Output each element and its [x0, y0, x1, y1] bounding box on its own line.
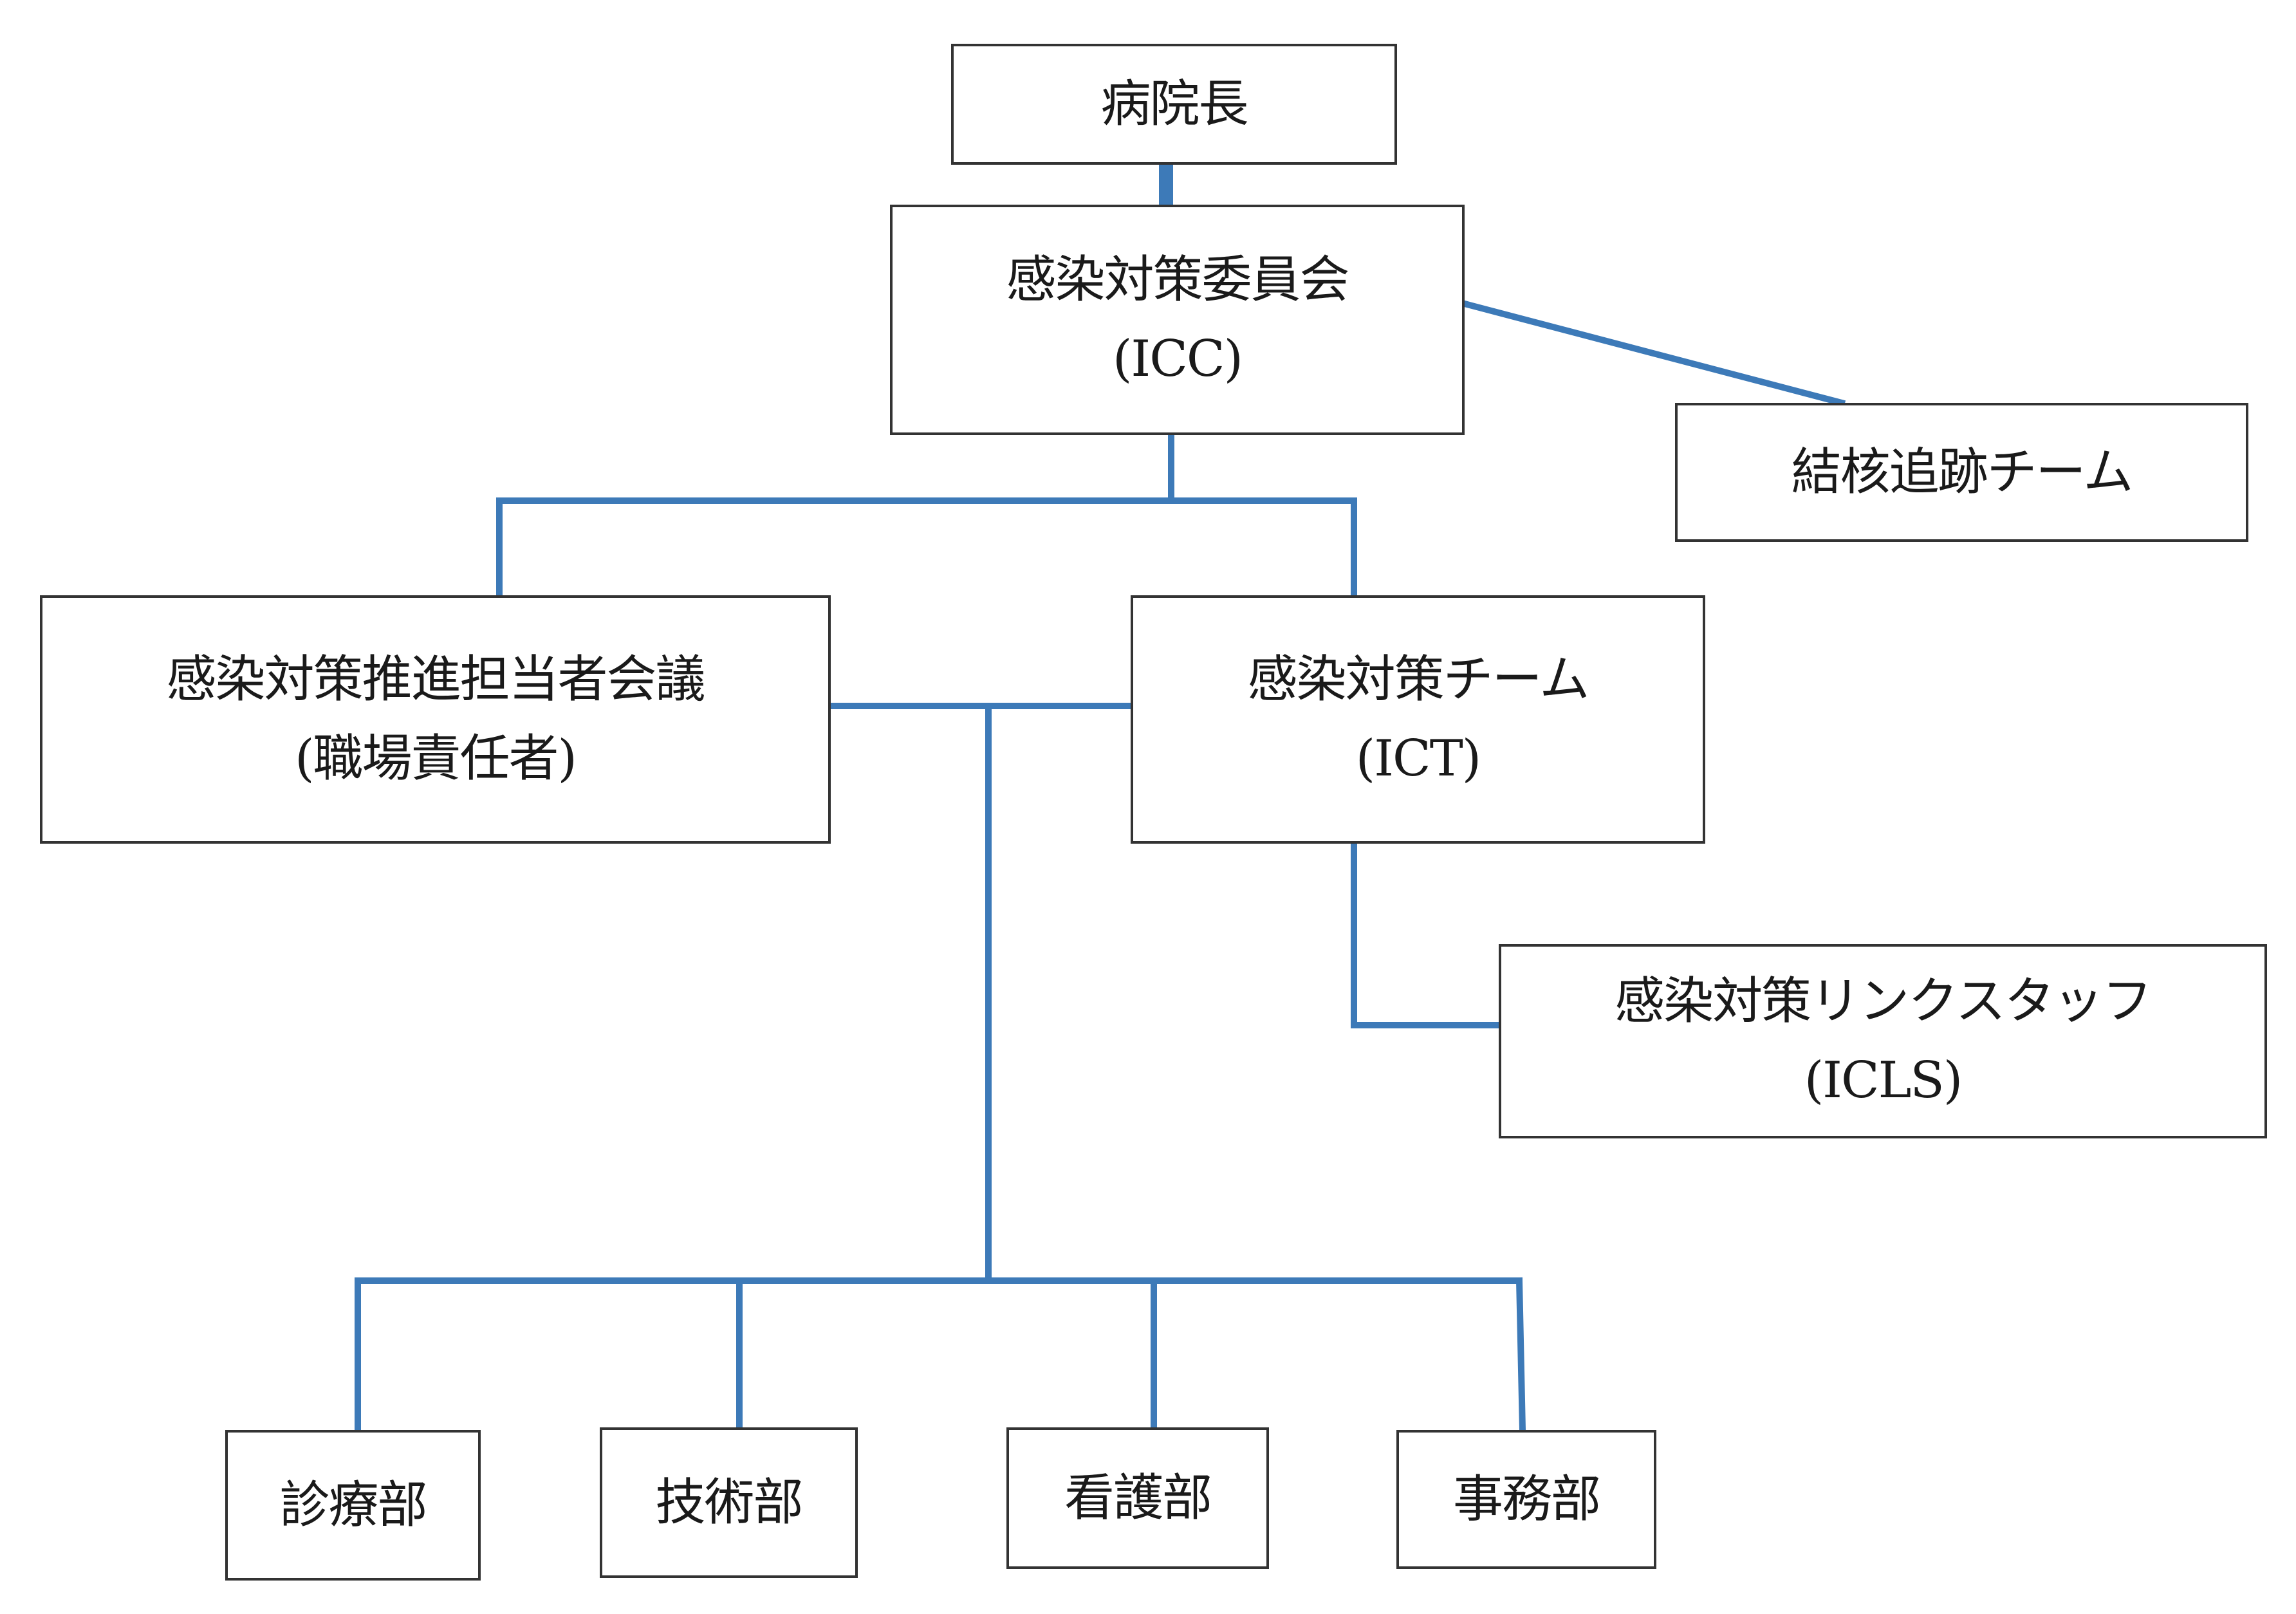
node-label: 結核追跡チーム — [1791, 443, 2134, 501]
node-label: 看護部 — [1064, 1469, 1212, 1527]
node-nursing-department: 看護部 — [1006, 1427, 1269, 1569]
node-icls: 感染対策リンクスタッフ (ICLS) — [1499, 944, 2267, 1138]
node-abbreviation: (ICC) — [1112, 330, 1243, 388]
node-icc: 感染対策委員会 (ICC) — [890, 205, 1465, 435]
node-medical-department: 診療部 — [225, 1430, 481, 1581]
node-technical-department: 技術部 — [600, 1427, 858, 1578]
node-label: 感染対策推進担当者会議 — [166, 651, 705, 709]
node-abbreviation: (ICT) — [1355, 730, 1481, 788]
connector-ict-icls — [1351, 840, 1502, 1028]
node-subtitle: (職場責任者) — [295, 730, 577, 788]
node-tb-tracking-team: 結核追跡チーム — [1675, 403, 2248, 542]
connector-to-admin — [1515, 1277, 1526, 1434]
connector-icc-tb-team — [1460, 299, 1846, 407]
node-label: 感染対策リンクスタッフ — [1615, 972, 2152, 1031]
node-abbreviation: (ICLS) — [1804, 1052, 1963, 1109]
node-label: 病院長 — [1100, 75, 1248, 133]
node-ict: 感染対策チーム (ICT) — [1131, 595, 1705, 844]
node-administration-department: 事務部 — [1396, 1430, 1656, 1569]
node-hospital-director: 病院長 — [951, 44, 1397, 165]
node-label: 事務部 — [1452, 1470, 1601, 1528]
node-label: 技術部 — [655, 1473, 803, 1532]
node-label: 診療部 — [279, 1476, 427, 1534]
node-promotion-meeting: 感染対策推進担当者会議 (職場責任者) — [40, 595, 831, 844]
node-label: 感染対策チーム — [1247, 651, 1590, 709]
node-label: 感染対策委員会 — [1006, 251, 1349, 310]
